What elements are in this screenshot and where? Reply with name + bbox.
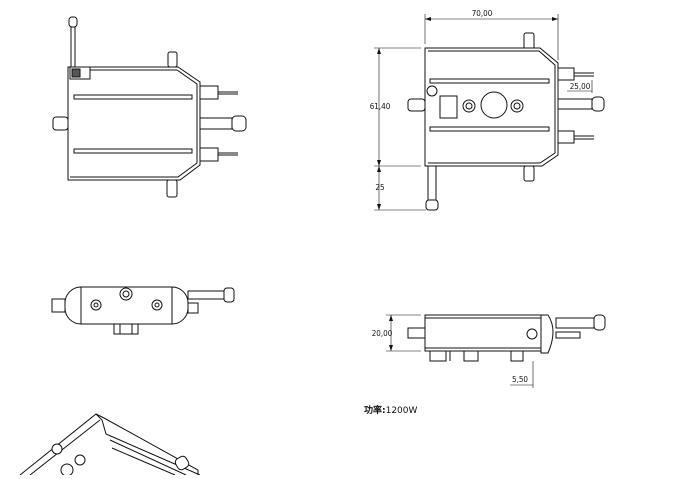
dim-pipe-offset: 25,00 xyxy=(570,82,591,91)
side-view xyxy=(386,314,606,388)
power-label: 功率: xyxy=(364,406,386,416)
dimensioned-front-view xyxy=(374,14,605,211)
front-view xyxy=(52,16,247,198)
dim-height-body: 61,40 xyxy=(370,102,391,111)
isometric-view xyxy=(19,413,201,477)
power-spec: 功率:1200W xyxy=(364,403,417,416)
dim-pipe-length: 25 xyxy=(375,183,384,192)
dim-foot-height: 5,50 xyxy=(512,375,528,384)
dim-height-side: 20,00 xyxy=(372,329,393,338)
top-view xyxy=(51,286,235,335)
power-value: 1200W xyxy=(385,406,418,416)
dim-width-top: 70,00 xyxy=(472,9,493,18)
